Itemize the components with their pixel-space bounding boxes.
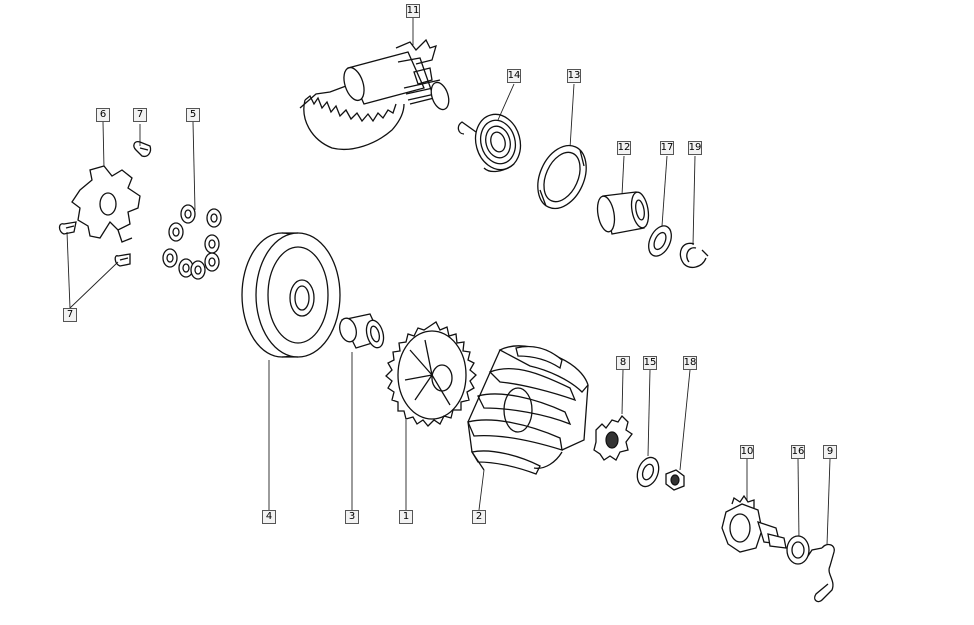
leader-lines [66, 18, 831, 546]
callout-16: 16 [791, 445, 805, 459]
callout-9: 9 [823, 445, 837, 459]
callout-3: 3 [345, 510, 359, 524]
slider-parts-7 [58, 140, 152, 267]
callout-19: 19 [688, 141, 702, 155]
callout-7-top: 7 [133, 108, 147, 122]
callout-11: 11 [406, 4, 420, 18]
callout-8: 8 [616, 356, 630, 370]
callout-4: 4 [262, 510, 276, 524]
ratchet-part-8 [593, 414, 633, 461]
callout-17: 17 [660, 141, 674, 155]
callout-10: 10 [740, 445, 754, 459]
callout-6: 6 [96, 108, 110, 122]
kick-spring-part-14 [457, 113, 522, 173]
callout-14: 14 [507, 69, 521, 83]
callout-7-bottom: 7 [63, 308, 77, 322]
kickstart-shaft-part-11 [299, 38, 450, 151]
washer-part-13 [537, 144, 587, 210]
callout-12: 12 [617, 141, 631, 155]
washer-part-17 [648, 225, 672, 257]
roller-weights-part-5 [162, 204, 222, 280]
callout-15: 15 [643, 356, 657, 370]
callout-2: 2 [472, 510, 486, 524]
circlip-part-19 [679, 242, 709, 269]
callout-18: 18 [683, 356, 697, 370]
spring-clip-part-9 [807, 543, 835, 603]
washer-part-16 [786, 535, 810, 565]
bushing-part-12 [596, 191, 650, 235]
nut-part-18 [665, 469, 685, 491]
starter-gear-part-1 [385, 321, 477, 427]
washer-part-15 [636, 456, 660, 488]
ramp-plate-part-6 [71, 165, 141, 243]
starter-bendix-part-10 [721, 494, 787, 553]
cooling-fan-part-2 [467, 345, 589, 475]
sleeve-part-3 [339, 313, 385, 349]
callout-5: 5 [186, 108, 200, 122]
callout-1: 1 [399, 510, 413, 524]
variator-pulley-part-4 [241, 232, 341, 358]
callout-13: 13 [567, 69, 581, 83]
